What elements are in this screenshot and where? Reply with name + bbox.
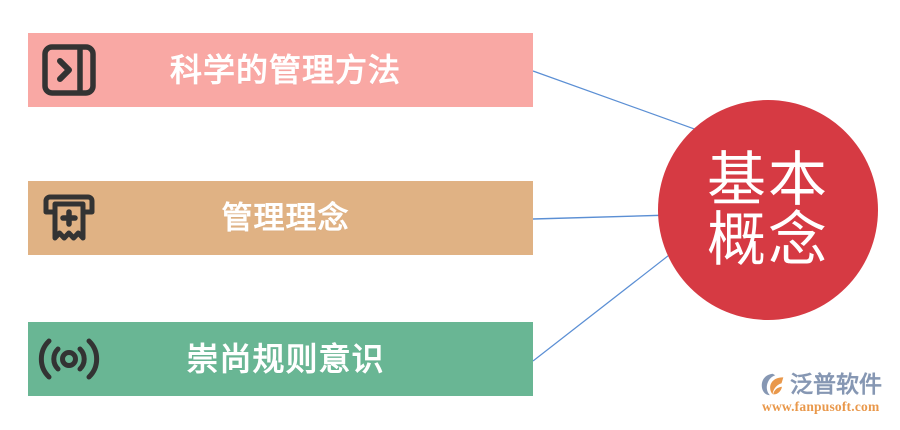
watermark: 泛普软件 www.fanpusoft.com [760,370,895,418]
branch-label-3: 崇尚规则意识 [186,341,385,377]
center-node-label-line2: 概念 [706,207,829,273]
watermark-brand-text: 泛普软件 [790,370,882,397]
panel-expand-icon [38,39,100,101]
branch-bar-rule-awareness[interactable]: 崇尚规则意识 [28,322,533,396]
connector-line-3 [532,251,674,362]
connector-line-2 [532,214,673,220]
branch-label-1: 科学的管理方法 [169,52,401,88]
center-node-label-line1: 基本 [706,146,829,213]
center-node-basic-concepts[interactable]: 基本 概念 [658,100,878,320]
connector-line-1 [532,70,701,132]
fanpu-logo-icon [761,373,784,395]
branch-label-2: 管理理念 [221,200,350,236]
branch-bar-science-management[interactable]: 科学的管理方法 [28,33,533,107]
broadcast-signal-icon [38,328,100,390]
branch-bar-management-philosophy[interactable]: 管理理念 [28,181,533,255]
receipt-printer-plus-icon [38,187,100,249]
watermark-url-text: www.fanpusoft.com [762,399,880,414]
watermark-brand-row: 泛普软件 [760,370,895,398]
